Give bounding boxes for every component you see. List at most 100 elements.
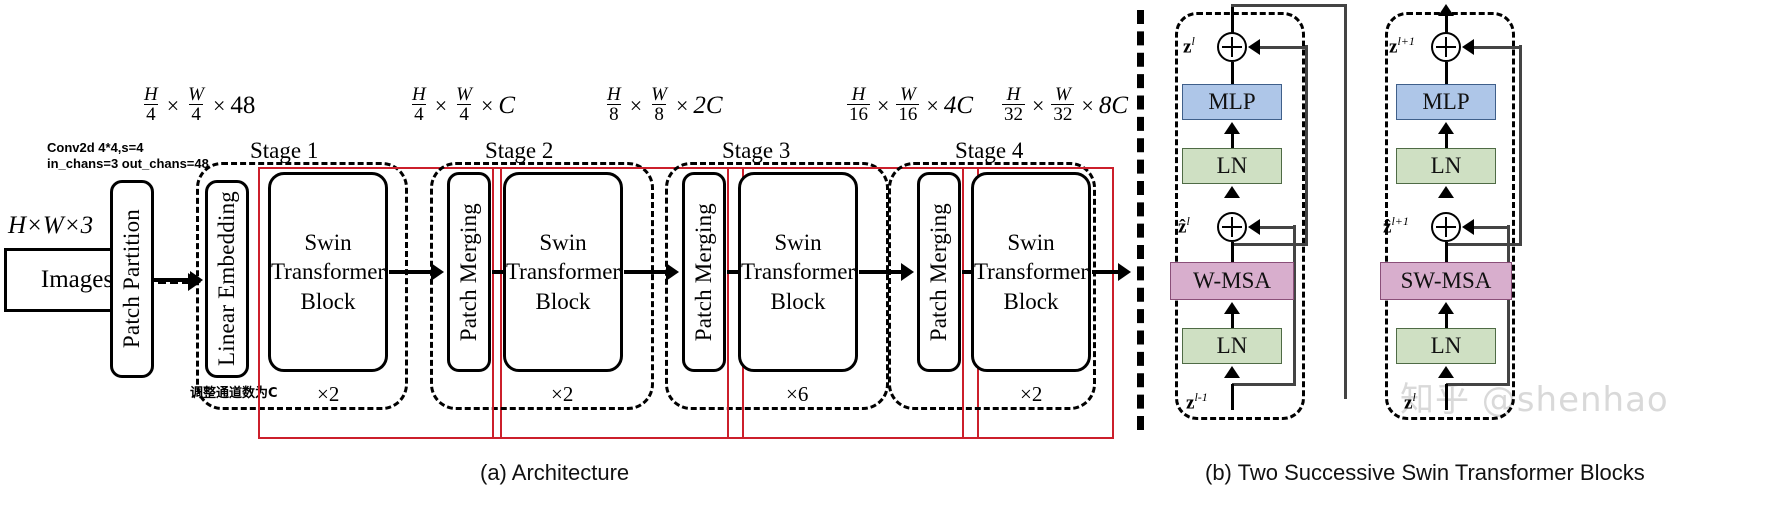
block-l-line-lnbot-to-msa bbox=[1231, 314, 1234, 330]
block-l-arrow-lnbot-to-msa bbox=[1224, 302, 1240, 314]
stage-1-multiplier: ×2 bbox=[317, 382, 340, 406]
block-lplus1-arrow-plusmid-to-ln bbox=[1438, 186, 1454, 198]
stage-4-swin-l1: Swin bbox=[1007, 229, 1055, 255]
channels-48: 48 bbox=[230, 91, 256, 119]
transformer-block-l bbox=[1175, 12, 1305, 420]
stage-1-swin-block: Swin Transformer Block bbox=[268, 172, 388, 372]
block-l-arrow-ln-to-mlp bbox=[1224, 122, 1240, 134]
block-l-ln-bottom-label: LN bbox=[1216, 333, 1248, 358]
block-l-skip-mid-h2 bbox=[1232, 383, 1296, 386]
stage-4-label: Stage 4 bbox=[955, 138, 1024, 163]
block-lplus1-skip-top-h bbox=[1466, 45, 1522, 49]
block-l-attention: W-MSA bbox=[1170, 262, 1294, 300]
block-l-skip-top-v bbox=[1305, 45, 1308, 245]
watermark: 知乎 @shenhao bbox=[1400, 380, 1669, 420]
block-lplus1-line-ln-to-mlp bbox=[1445, 134, 1448, 150]
block-lplus1-attention: SW-MSA bbox=[1380, 262, 1512, 300]
stage-4-container bbox=[888, 162, 1096, 410]
block-l-line-msa-to-plus bbox=[1231, 242, 1234, 264]
patch-partition-label: Patch Partition bbox=[119, 209, 144, 349]
stage-4-swin-l2: Transformer bbox=[973, 259, 1089, 285]
stage-2-swin-block: Swin Transformer Block bbox=[503, 172, 623, 372]
block-l-to-block-lplus1-h bbox=[1231, 4, 1347, 7]
block-l-input-arrow bbox=[1224, 366, 1240, 378]
stage-2-swin-l3: Block bbox=[535, 288, 591, 314]
stage-1-dim-label: H 4 × W 4 × C bbox=[412, 84, 516, 126]
block-lplus1-output-line bbox=[1445, 16, 1448, 42]
block-l-attention-label: W-MSA bbox=[1193, 268, 1271, 293]
block-l-skip-top-h bbox=[1252, 45, 1308, 49]
stage-2-container bbox=[430, 162, 654, 410]
images-box-label: Images bbox=[40, 266, 114, 293]
block-l-line-ln-to-mlp bbox=[1231, 134, 1234, 150]
block-lplus1-residual-add-top bbox=[1431, 32, 1461, 62]
block-l-mlp: MLP bbox=[1182, 84, 1282, 120]
block-l-skip-mid-arrowhead bbox=[1248, 219, 1260, 235]
stage-3-label: Stage 3 bbox=[722, 138, 791, 163]
block-l-output-line bbox=[1231, 4, 1234, 42]
frac-h-4: H 4 bbox=[144, 84, 158, 126]
block-l-residual-add-top bbox=[1217, 32, 1247, 62]
conv2d-annotation-line2: in_chans=3 out_chans=48 bbox=[47, 156, 209, 172]
stage-1-swin-l1: Swin bbox=[304, 229, 352, 255]
stage-3-swin-l2: Transformer bbox=[740, 259, 856, 285]
stage-3-multiplier: ×6 bbox=[786, 382, 809, 406]
stage-3-container bbox=[665, 162, 889, 410]
block-lplus1-skip-top-v bbox=[1519, 45, 1522, 245]
block-l-input-line bbox=[1231, 384, 1234, 410]
block-lplus1-input-label: zl bbox=[1404, 390, 1416, 414]
block-lplus1-ln-bottom: LN bbox=[1396, 328, 1496, 364]
stage-2-swin-l1: Swin bbox=[539, 229, 587, 255]
panel-b-caption: (b) Two Successive Swin Transformer Bloc… bbox=[1205, 460, 1645, 485]
panel-divider bbox=[1137, 10, 1144, 430]
block-lplus1-mlp: MLP bbox=[1396, 84, 1496, 120]
block-lplus1-attention-label: SW-MSA bbox=[1400, 268, 1492, 293]
stage-2-multiplier: ×2 bbox=[551, 382, 574, 406]
stage-1-label: Stage 1 bbox=[250, 138, 319, 163]
block-lplus1-arrow-ln-to-mlp bbox=[1438, 122, 1454, 134]
block-l-skip-mid-h bbox=[1252, 225, 1296, 229]
stage-4-swin-l3: Block bbox=[1003, 288, 1059, 314]
block-l-skip-mid-v bbox=[1293, 225, 1296, 385]
block-lplus1-skip-mid-h bbox=[1466, 225, 1510, 229]
block-lplus1-ln-top-label: LN bbox=[1430, 153, 1462, 178]
stage-4-multiplier: ×2 bbox=[1020, 382, 1043, 406]
patch-merging-2-box: Patch Merging bbox=[682, 172, 726, 372]
block-l-skip-top-h2 bbox=[1232, 243, 1308, 246]
block-l-to-block-lplus1-v bbox=[1344, 4, 1347, 399]
stage-3-swin-l1: Swin bbox=[774, 229, 822, 255]
block-lplus1-arrow-lnbot-to-msa bbox=[1438, 302, 1454, 314]
frac-w-4: W 4 bbox=[188, 84, 204, 126]
input-dim-label: H×W×3 bbox=[8, 212, 93, 240]
block-lplus1-ln-top: LN bbox=[1396, 148, 1496, 184]
block-l-z-label: zl bbox=[1183, 34, 1195, 58]
dim-label-after-partition: H 4 × W 4 × 48 bbox=[144, 84, 256, 126]
block-l-input-label: zl-1 bbox=[1186, 390, 1208, 414]
block-lplus1-skip-mid-v bbox=[1507, 225, 1510, 385]
stage-2-swin-l2: Transformer bbox=[505, 259, 621, 285]
block-lplus1-skip-top-h2 bbox=[1446, 243, 1522, 246]
stage-1-swin-l3: Block bbox=[300, 288, 356, 314]
block-l-ln-top-label: LN bbox=[1216, 153, 1248, 178]
patch-partition-box: Patch Partition bbox=[110, 180, 154, 378]
stage-1-container bbox=[196, 162, 408, 410]
block-lplus1-ln-bottom-label: LN bbox=[1430, 333, 1462, 358]
block-l-line-mlp-to-plus bbox=[1231, 62, 1234, 84]
block-lplus1-z-label: zl+1 bbox=[1389, 34, 1415, 58]
block-lplus1-line-mlp-to-plus bbox=[1445, 62, 1448, 84]
block-lplus1-mlp-label: MLP bbox=[1422, 89, 1470, 114]
conv2d-annotation-line1: Conv2d 4*4,s=4 bbox=[47, 140, 144, 155]
block-lplus1-output-arrow bbox=[1438, 4, 1454, 16]
patch-merging-1-box: Patch Merging bbox=[447, 172, 491, 372]
block-lplus1-skip-mid-h2 bbox=[1446, 383, 1510, 386]
block-lplus1-line-lnbot-to-msa bbox=[1445, 314, 1448, 330]
stage-3-swin-block: Swin Transformer Block bbox=[738, 172, 858, 372]
stage-2-dim-label: H 8 × W 8 × 2C bbox=[607, 84, 723, 126]
block-lplus1-skip-top-arrowhead bbox=[1462, 39, 1474, 55]
stage-1-swin-l2: Transformer bbox=[270, 259, 386, 285]
conv2d-annotation: Conv2d 4*4,s=4 in_chans=3 out_chans=48 bbox=[47, 140, 209, 173]
block-lplus1-input-line bbox=[1445, 384, 1448, 410]
patch-merging-3-box: Patch Merging bbox=[917, 172, 961, 372]
block-l-ln-top: LN bbox=[1182, 148, 1282, 184]
